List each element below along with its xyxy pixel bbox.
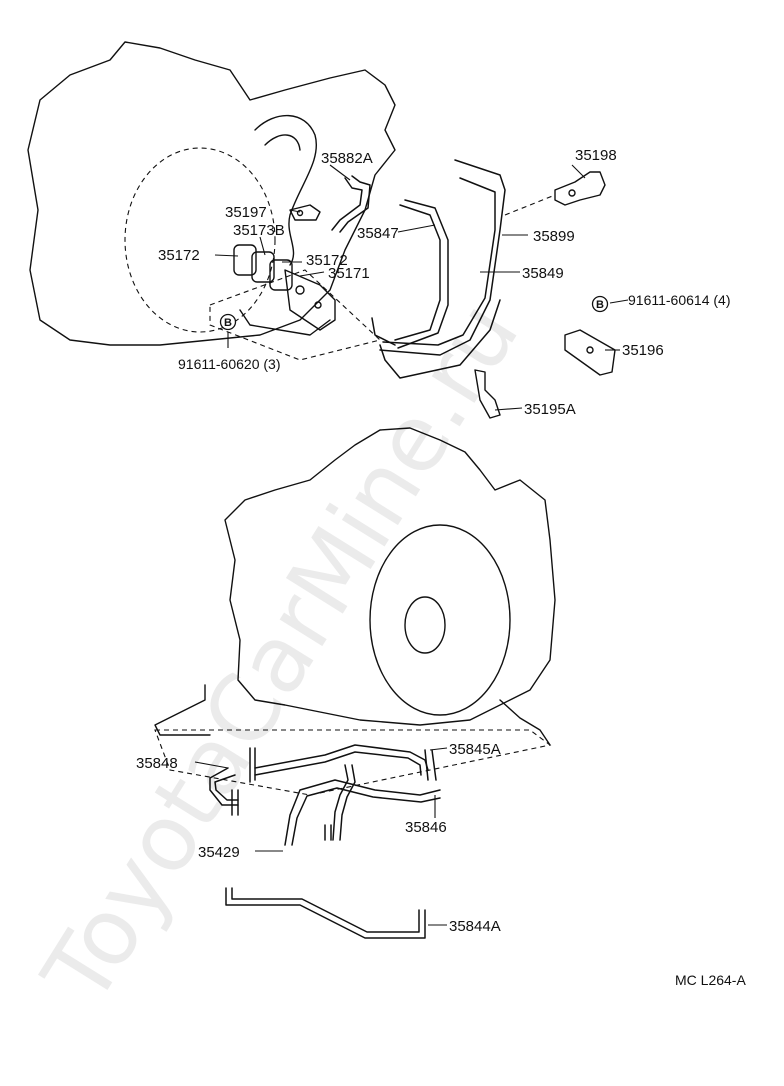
drawing-code: MC L264-A [675, 972, 746, 988]
bolt-marker-letter: B [224, 317, 232, 329]
watermark-text: ToyotaCarMine.ru [22, 283, 539, 1022]
part-label-35173B: 35173B [233, 222, 285, 239]
pipe-35844A-shape [225, 887, 426, 939]
part-label-35197: 35197 [225, 204, 267, 221]
bolt-label-91611-60614: 91611-60614 (4) [628, 292, 730, 308]
bolt-callout-91611-60620: B 91611-60620 (3) [178, 313, 280, 372]
clamp-35197-shape [289, 204, 321, 221]
upper-transaxle-outline [27, 41, 396, 346]
lower-dashed-frame [154, 729, 552, 796]
bolt-label-91611-60620: 91611-60620 (3) [178, 356, 280, 372]
bolt-marker-icon [591, 295, 609, 313]
part-label-35882A: 35882A [321, 150, 373, 167]
part-label-35846: 35846 [405, 819, 447, 836]
part-label-35195A: 35195A [524, 401, 576, 418]
bolt-marker-letter: B [596, 299, 604, 311]
part-label-35429: 35429 [198, 844, 240, 861]
part-label-35899: 35899 [533, 228, 575, 245]
lower-pipes [209, 744, 441, 846]
cooler-pipes-upper [371, 159, 506, 379]
bracket-35198-shape [554, 171, 606, 206]
bracket-35195A-shape [474, 369, 501, 419]
gaskets-and-adapter-shape [233, 244, 336, 331]
lower-transaxle-outline [154, 427, 556, 746]
hose-35882A-shape [331, 175, 371, 233]
part-label-35198: 35198 [575, 147, 617, 164]
part-label-35845A: 35845A [449, 741, 501, 758]
part-label-35171: 35171 [328, 265, 370, 282]
part-label-35849: 35849 [522, 265, 564, 282]
part-label-35172-left: 35172 [158, 247, 200, 264]
part-label-35847: 35847 [357, 225, 399, 242]
bolt-marker-icon [219, 313, 237, 331]
bracket-35196-shape [564, 329, 616, 376]
bolt-callout-91611-60614: B 91611-60614 (4) [591, 292, 730, 313]
part-label-35196: 35196 [622, 342, 664, 359]
part-label-35848: 35848 [136, 755, 178, 772]
upper-dashed-frame [209, 194, 556, 361]
leader-lines [194, 164, 629, 926]
part-labels: 35882A 35198 35197 35173B 35847 35899 35… [136, 147, 664, 935]
part-label-35172-right: 35172 [306, 252, 348, 269]
part-label-35844A: 35844A [449, 918, 501, 935]
